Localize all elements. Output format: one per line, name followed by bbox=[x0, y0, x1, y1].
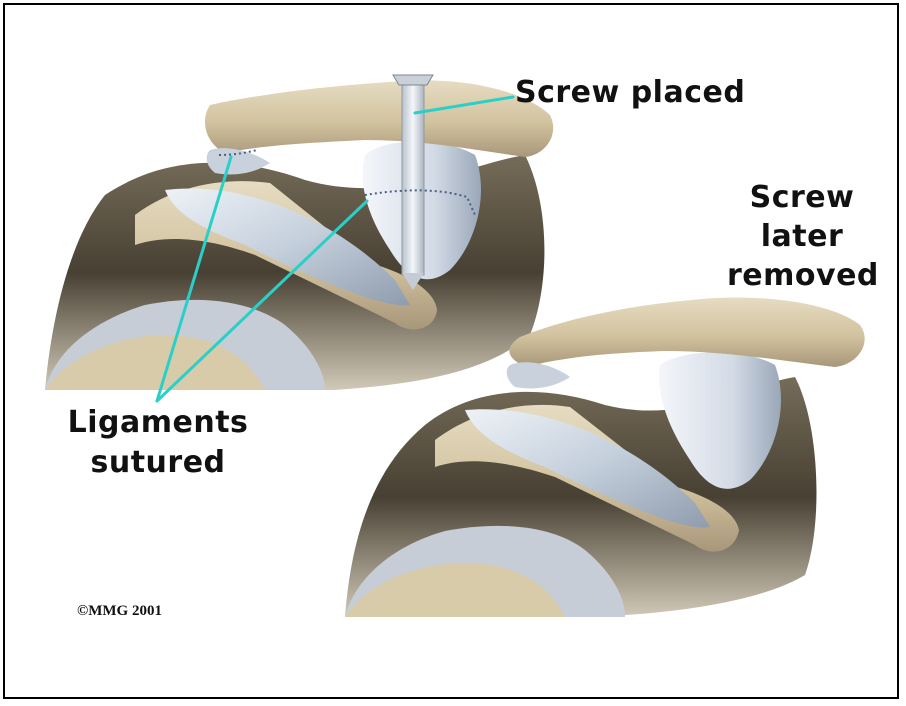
label-ligaments-sutured: Ligaments sutured bbox=[67, 405, 249, 480]
label-screw-placed: Screw placed bbox=[515, 75, 746, 110]
copyright-notice: ©MMG 2001 bbox=[77, 603, 162, 619]
right-acromion bbox=[506, 362, 570, 389]
screw-tip bbox=[402, 273, 424, 290]
right-humerus-rim bbox=[345, 562, 565, 617]
right-clavicle bbox=[509, 297, 865, 367]
right-shoulder bbox=[345, 297, 865, 617]
pointer-ligament-2 bbox=[155, 199, 369, 403]
suture-line-2 bbox=[364, 189, 476, 216]
shoulder-illustration bbox=[45, 74, 865, 617]
right-cc-ligament bbox=[465, 409, 710, 528]
screw-shaft bbox=[401, 76, 425, 276]
left-shoulder bbox=[45, 74, 554, 390]
suture-line-1 bbox=[218, 149, 258, 156]
pointer-screw bbox=[413, 95, 515, 115]
pointer-lines bbox=[155, 95, 515, 403]
label-screw-later-removed: Screw later removed bbox=[727, 180, 879, 293]
screw-head bbox=[392, 74, 434, 86]
left-acromion bbox=[206, 148, 270, 175]
left-cc-ligament bbox=[165, 188, 410, 306]
figure-frame: Screw placed Screw later removed Ligamen… bbox=[3, 3, 899, 699]
left-clavicle bbox=[205, 80, 554, 157]
right-conoid-ligament bbox=[659, 352, 781, 489]
pointer-ligament-1 bbox=[155, 155, 233, 403]
